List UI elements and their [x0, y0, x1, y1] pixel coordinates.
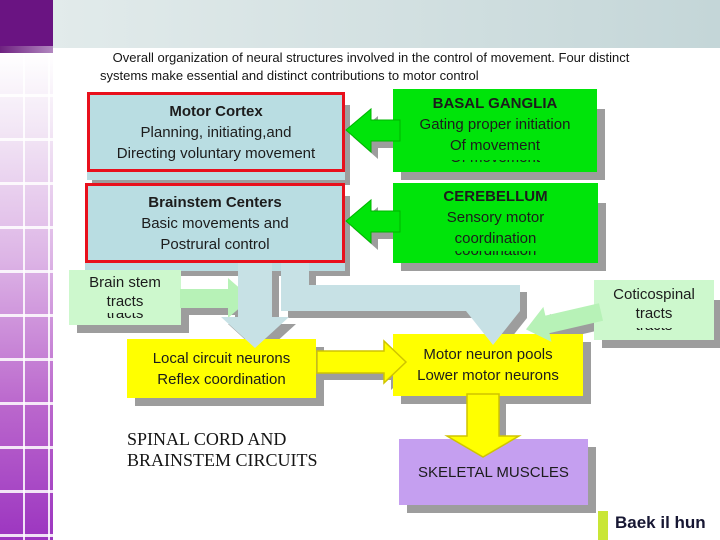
- spinal-caption-line-2: BRAINSTEM CIRCUITS: [127, 450, 318, 470]
- arrow-tracts-right: [180, 278, 251, 318]
- motor-cortex-box: Motor Cortex Planning, initiating,and Di…: [87, 92, 345, 180]
- spinal-caption-line-1: SPINAL CORD AND: [127, 429, 287, 449]
- arrow-cerebellum-to-brainstem: [345, 198, 401, 245]
- arrow-down-left: [221, 263, 289, 348]
- corner-under-band: [0, 46, 53, 53]
- box-line: SKELETAL MUSCLES: [418, 463, 569, 481]
- motor-pools-box: Motor neuron pools Lower motor neurons: [393, 334, 583, 396]
- local-circuit-box: Local circuit neurons Reflex coordinatio…: [127, 339, 316, 398]
- brainstem-centers-box: Brainstem Centers Basic movements and Po…: [85, 183, 345, 271]
- box-line: tracts: [106, 292, 144, 310]
- box-line: Local circuit neurons: [152, 349, 291, 367]
- title-line-2: systems make essential and distinct cont…: [100, 67, 479, 83]
- box-line: Lower motor neurons: [417, 367, 559, 384]
- credit-text: Baek il hun: [615, 513, 706, 532]
- box-line: Coticospinal: [613, 286, 695, 303]
- box-line: Postrural control: [160, 235, 270, 253]
- local-circuit-box-face: Local circuit neurons Reflex coordinatio…: [127, 339, 316, 398]
- brainstem-tracts-box-face: Brain stem tracts: [69, 270, 181, 313]
- brainstem-tracts-box: Brain stem tracts Brain stem tracts: [69, 270, 181, 325]
- cerebellum-box: CEREBELLUM Sensory motor coordination CE…: [393, 183, 598, 263]
- motor-pools-box-face: Motor neuron pools Lower motor neurons: [393, 334, 583, 396]
- box-line: Motor Cortex: [169, 102, 263, 120]
- sidebar-tile-pattern: [0, 53, 53, 540]
- box-line: Basic movements and: [141, 214, 289, 232]
- box-line: Directing voluntary movement: [116, 144, 316, 162]
- basal-ganglia-box: BASAL GANGLIA Gating proper initiation O…: [393, 89, 597, 172]
- corner-purple-block: [0, 0, 53, 46]
- box-line: CEREBELLUM: [443, 187, 548, 205]
- box-line: Gating proper initiation: [419, 116, 571, 133]
- box-line: Planning, initiating,and: [140, 123, 292, 141]
- cerebellum-box-face: CEREBELLUM Sensory motor coordination: [393, 183, 598, 251]
- box-line: Reflex coordination: [157, 370, 286, 388]
- corticospinal-tracts-box: Coticospinal tracts Coticospinal tracts: [594, 280, 714, 340]
- shadow-arrow-tracts-right: [187, 285, 258, 325]
- spinal-cord-caption: SPINAL CORD AND BRAINSTEM CIRCUITS: [127, 429, 318, 471]
- corticospinal-tracts-box-face: Coticospinal tracts: [594, 280, 714, 328]
- arrow-basal-to-cortex: [345, 107, 401, 154]
- skeletal-muscles-box-face: SKELETAL MUSCLES: [399, 439, 588, 505]
- motor-cortex-box-face: Motor Cortex Planning, initiating,and Di…: [87, 92, 345, 172]
- box-line: coordination: [454, 229, 537, 247]
- skeletal-muscles-box: SKELETAL MUSCLES: [399, 439, 588, 505]
- slide-title: Overall organization of neural structure…: [60, 49, 682, 84]
- box-line: tracts: [635, 305, 673, 322]
- brainstem-centers-box-face: Brainstem Centers Basic movements and Po…: [85, 183, 345, 263]
- box-line: Motor neuron pools: [423, 346, 553, 363]
- credit-accent-bar: [598, 511, 608, 540]
- box-line: Brain stem: [89, 273, 161, 291]
- box-line: Brainstem Centers: [148, 193, 282, 211]
- box-line: Of movement: [449, 137, 541, 154]
- box-line: Sensory motor: [446, 208, 545, 226]
- title-line-1: Overall organization of neural structure…: [112, 50, 630, 65]
- basal-ganglia-box-face: BASAL GANGLIA Gating proper initiation O…: [393, 89, 597, 160]
- top-strip: [52, 0, 720, 48]
- box-line: BASAL GANGLIA: [432, 95, 558, 112]
- arrow-elbow: [281, 263, 520, 345]
